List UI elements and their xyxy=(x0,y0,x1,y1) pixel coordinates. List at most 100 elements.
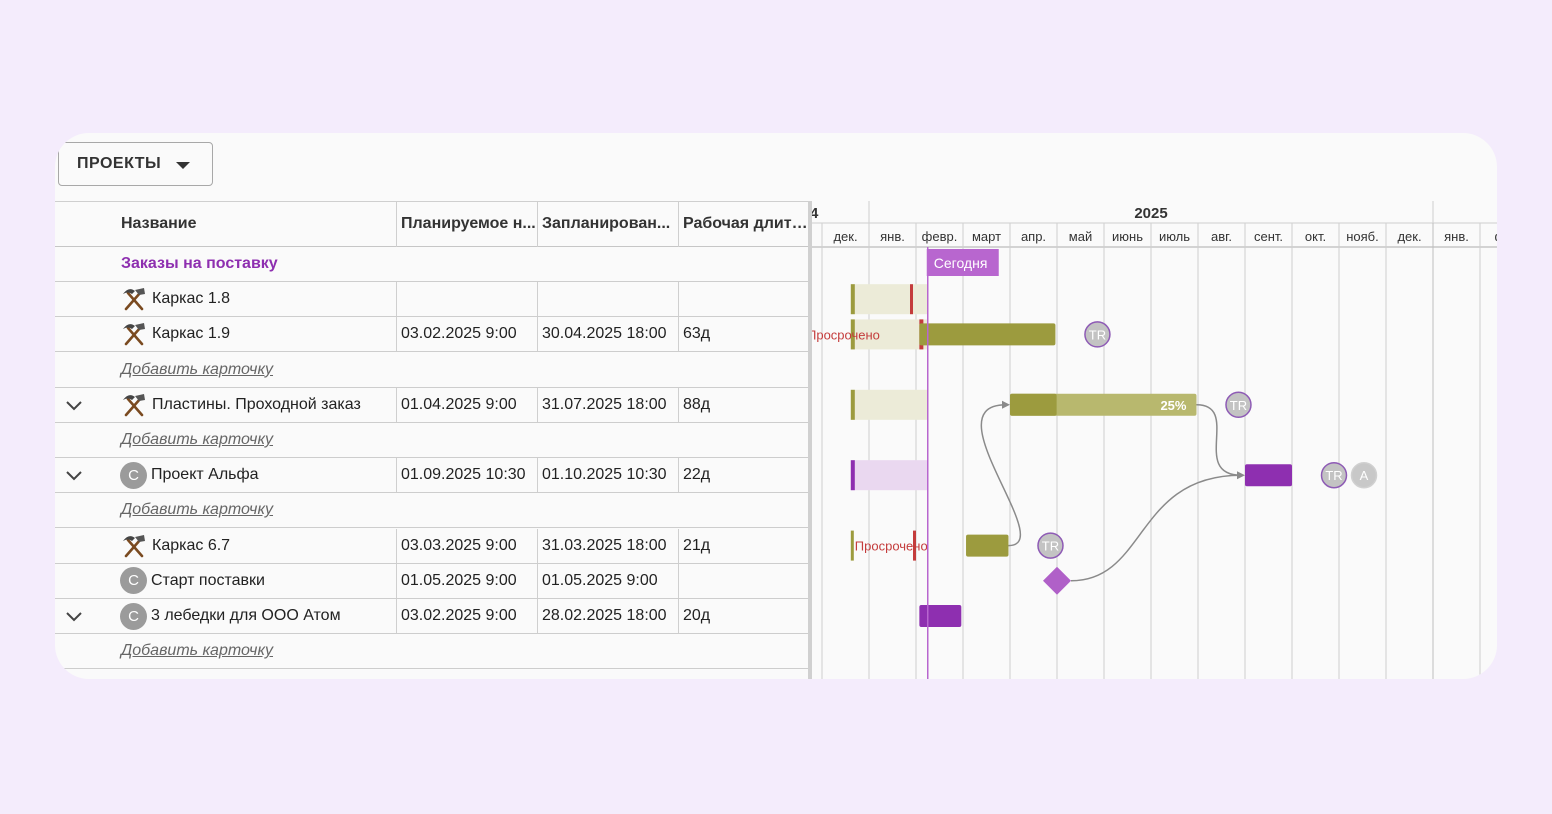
table-row[interactable]: Каркас 1.9 03.02.2025 9:00 30.04.2025 18:0… xyxy=(55,317,810,353)
cell-separator xyxy=(678,387,679,422)
duration-cell[interactable] xyxy=(678,564,810,598)
baseline-bar xyxy=(850,284,928,315)
chevron-down-icon[interactable] xyxy=(65,466,83,484)
add-card-link[interactable]: Добавить карточку xyxy=(121,642,274,660)
task-bar[interactable] xyxy=(919,605,962,627)
cell-separator xyxy=(678,528,679,563)
task-name-cell[interactable]: Каркас 1.9 xyxy=(116,317,396,351)
planned-start-cell[interactable]: 03.02.2025 9:00 xyxy=(401,325,517,343)
column-separator[interactable] xyxy=(678,201,679,247)
group-row[interactable]: Заказы на поставку xyxy=(55,247,810,282)
month-label: дек. xyxy=(1397,229,1421,244)
column-header-planned-end[interactable]: Запланирован... xyxy=(542,215,671,232)
planned-start-cell[interactable]: 01.09.2025 10:30 xyxy=(401,466,526,484)
duration-cell[interactable]: 63д xyxy=(683,325,711,343)
task-bar[interactable] xyxy=(966,534,1009,557)
month-label: сент. xyxy=(1254,229,1283,244)
planned-end-cell[interactable]: 31.03.2025 18:00 xyxy=(542,536,667,554)
column-header-name[interactable]: Название xyxy=(121,215,197,232)
planned-start-cell[interactable]: 01.05.2025 9:00 xyxy=(401,571,517,589)
planned-end-cell[interactable]: 01.05.2025 9:00 xyxy=(542,571,658,589)
hammer-pick-icon xyxy=(120,532,148,560)
overdue-marker xyxy=(913,530,916,561)
dependency-arrow-icon xyxy=(1237,471,1245,480)
add-card-row[interactable]: Добавить карточку xyxy=(55,423,810,458)
baseline-start-marker xyxy=(850,319,855,350)
today-badge xyxy=(926,249,999,276)
task-name-cell[interactable]: Каркас 6.7 xyxy=(116,529,396,563)
assignee-initials: TR xyxy=(1325,468,1342,483)
cell-separator xyxy=(678,317,679,352)
dependency-link[interactable] xyxy=(1196,404,1242,476)
dependency-link[interactable] xyxy=(980,404,1022,547)
column-separator[interactable] xyxy=(537,201,538,247)
assignee-avatar[interactable] xyxy=(1225,391,1252,419)
dependency-link[interactable] xyxy=(1070,474,1242,582)
hammer-pick-icon xyxy=(120,391,148,419)
assignee-avatar[interactable] xyxy=(1037,532,1064,559)
duration-cell[interactable]: 22д xyxy=(683,466,711,484)
planned-start-cell[interactable]: 03.02.2025 9:00 xyxy=(401,607,517,624)
planned-end-cell[interactable]: 01.10.2025 10:30 xyxy=(542,466,667,484)
table-row[interactable]: Каркас 1.8 xyxy=(55,282,810,318)
add-card-row[interactable]: Добавить карточку xyxy=(55,493,810,529)
duration-cell[interactable]: 20д xyxy=(683,607,711,624)
projects-dropdown-label: ПРОЕКТЫ xyxy=(77,155,162,172)
splitter-handle[interactable] xyxy=(808,201,812,679)
gantt-chart: 42025б.дек.янв.февр.мартапр.майиюньиюльа… xyxy=(812,201,1497,679)
task-name-cell[interactable]: Пластины. Проходной заказ xyxy=(116,388,396,422)
planned-end-cell[interactable]: 30.04.2025 18:00 xyxy=(542,325,667,343)
task-name: Каркас 1.8 xyxy=(152,290,231,308)
add-card-link[interactable]: Добавить карточку xyxy=(121,431,274,448)
table-row[interactable]: Пластины. Проходной заказ 01.04.2025 9:00… xyxy=(55,388,810,423)
cell-separator xyxy=(537,528,538,563)
milestone-diamond[interactable] xyxy=(1043,566,1071,595)
cell-separator xyxy=(396,528,397,563)
column-header-duration[interactable]: Рабочая длите... xyxy=(683,215,810,232)
task-name-cell[interactable]: Каркас 1.8 xyxy=(116,282,396,316)
month-label: нояб. xyxy=(1346,229,1379,244)
add-card-link[interactable]: Добавить карточку xyxy=(121,501,274,519)
month-label: авг. xyxy=(1211,229,1232,244)
chevron-down-icon[interactable] xyxy=(65,396,83,414)
duration-cell[interactable] xyxy=(678,282,810,316)
cell-separator xyxy=(537,563,538,598)
planned-end-cell[interactable]: 31.07.2025 18:00 xyxy=(542,395,667,413)
month-label: июль xyxy=(1159,229,1190,244)
task-bar[interactable] xyxy=(1245,464,1292,487)
add-card-row[interactable]: Добавить карточку xyxy=(55,353,810,388)
task-name: Старт поставки xyxy=(151,571,265,589)
assignee-avatar[interactable] xyxy=(1320,461,1348,489)
projects-dropdown[interactable]: ПРОЕКТЫ xyxy=(58,142,213,186)
column-separator[interactable] xyxy=(396,201,397,247)
avatar-c-icon: C xyxy=(120,602,147,630)
add-card-link[interactable]: Добавить карточку xyxy=(121,360,274,378)
duration-cell[interactable]: 88д xyxy=(683,395,711,413)
planned-end-cell[interactable]: 28.02.2025 18:00 xyxy=(542,607,667,624)
group-title[interactable]: Заказы на поставку xyxy=(121,255,278,272)
month-label: апр. xyxy=(1021,229,1046,244)
planned-start-cell[interactable]: 01.04.2025 9:00 xyxy=(401,395,517,413)
planned-end-cell[interactable] xyxy=(537,282,678,316)
cell-separator xyxy=(537,599,538,633)
add-card-row[interactable]: Добавить карточку xyxy=(55,634,810,670)
planned-start-cell[interactable]: 03.03.2025 9:00 xyxy=(401,536,517,554)
baseline-bar xyxy=(850,389,928,420)
assignee-avatar[interactable] xyxy=(1350,461,1378,489)
planned-start-cell[interactable] xyxy=(396,282,537,316)
table-row[interactable]: Каркас 6.7 03.03.2025 9:00 31.03.2025 18:0… xyxy=(55,529,810,564)
gantt-timeline: 42025б.дек.янв.февр.мартапр.майиюньиюльа… xyxy=(812,201,1497,679)
year-label-prev: 4 xyxy=(812,205,819,222)
task-bar[interactable] xyxy=(919,323,1056,346)
task-name: Каркас 1.9 xyxy=(152,325,231,343)
duration-cell[interactable]: 21д xyxy=(683,536,711,554)
column-header-planned-start[interactable]: Планируемое н... xyxy=(401,215,536,232)
assignee-avatar[interactable] xyxy=(1084,321,1111,348)
chevron-down-icon[interactable] xyxy=(65,607,83,625)
